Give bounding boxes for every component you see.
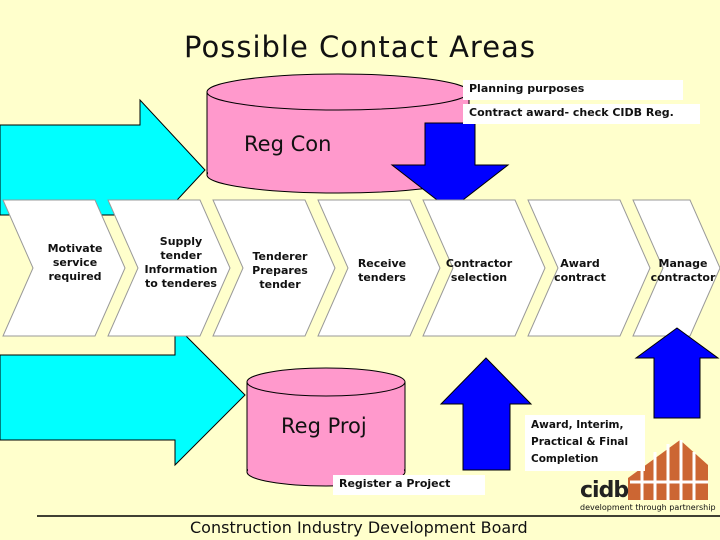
- step-label-4: Receive tenders: [357, 257, 407, 284]
- chevron-7: [632, 199, 720, 337]
- blue-up-arrow-right: [634, 327, 720, 419]
- process-chevrons: [2, 199, 720, 337]
- left-arrow-bottom: [0, 323, 246, 467]
- chevron-1: [2, 199, 126, 337]
- chevron-5: [422, 199, 546, 337]
- cidb-logo-text: cidb: [580, 478, 629, 503]
- blue-down-arrow: [390, 122, 510, 211]
- completion-note: Award, Interim, Practical & Final Comple…: [525, 415, 645, 471]
- planning-note: Planning purposes: [463, 80, 683, 100]
- step-label-3: Tenderer Prepares tender: [252, 250, 308, 291]
- step-label-6: Award contract: [554, 257, 606, 284]
- reg-proj-cylinder: [246, 367, 406, 487]
- reg-proj-label: Reg Proj: [281, 414, 367, 438]
- chevron-2: [107, 199, 231, 337]
- blue-up-arrow-left: [439, 357, 533, 471]
- footer-text: Construction Industry Development Board: [190, 518, 528, 537]
- chevron-4: [317, 199, 441, 337]
- chevron-3: [212, 199, 336, 337]
- step-label-1: Motivate service required: [47, 242, 103, 283]
- step-label-2: Supply tender Information to tenderes: [144, 235, 218, 290]
- step-label-7: Manage contractor: [650, 257, 716, 284]
- contract-award-note: Contract award- check CIDB Reg.: [463, 104, 700, 124]
- logo-tagline: development through partnership: [580, 503, 716, 512]
- register-project-note: Register a Project: [333, 475, 485, 495]
- page-title: Possible Contact Areas: [184, 30, 536, 64]
- reg-con-label: Reg Con: [244, 132, 332, 156]
- cidb-logo-graphic: [628, 440, 708, 500]
- step-label-5: Contractor selection: [445, 257, 513, 284]
- chevron-6: [527, 199, 651, 337]
